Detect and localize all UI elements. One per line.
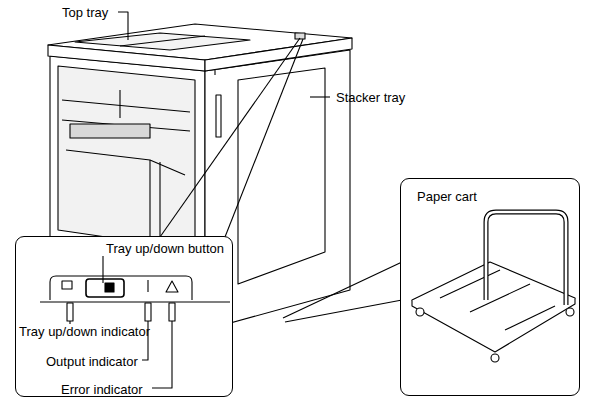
internal-line bbox=[66, 150, 185, 175]
tray-button bbox=[86, 279, 124, 297]
cart-platform bbox=[412, 262, 575, 345]
part-label: Stacker tray bbox=[336, 90, 405, 105]
part-label: Tray up/down indicator bbox=[19, 324, 150, 339]
indicator-lamp bbox=[145, 303, 151, 321]
cart-edge bbox=[412, 298, 575, 352]
cart-wheel bbox=[566, 308, 574, 316]
control-strip bbox=[50, 276, 192, 300]
internal-post bbox=[149, 160, 150, 240]
side-handle bbox=[214, 60, 215, 75]
indicator-lamp bbox=[169, 303, 175, 321]
leader-line bbox=[102, 256, 103, 283]
button-icon bbox=[105, 283, 114, 292]
paper-cart-inset: Paper cart bbox=[400, 178, 580, 396]
stacker-door bbox=[238, 68, 325, 284]
zoom-line bbox=[283, 262, 402, 318]
leader-line bbox=[310, 96, 330, 97]
cart-handle-fill bbox=[486, 212, 566, 305]
part-label: Tray up/down button bbox=[106, 241, 224, 256]
tray-icon bbox=[62, 281, 72, 289]
internal-line bbox=[62, 120, 190, 131]
zoom-line bbox=[225, 39, 303, 237]
top-edge bbox=[205, 38, 352, 71]
top-tray-recess bbox=[75, 33, 250, 50]
side-slot bbox=[216, 95, 221, 137]
leader-line bbox=[152, 321, 172, 388]
top-surface bbox=[48, 24, 352, 60]
cart-wheel bbox=[491, 354, 499, 362]
cart-rail bbox=[505, 306, 555, 330]
top-tray-line bbox=[120, 36, 205, 46]
internal-line bbox=[62, 100, 190, 112]
cart-rail bbox=[440, 270, 500, 298]
part-label: Output indicator bbox=[46, 354, 138, 369]
warning-icon bbox=[166, 281, 178, 292]
panel-edge bbox=[40, 301, 230, 302]
cart-rail bbox=[470, 284, 530, 312]
leader-line bbox=[69, 321, 70, 324]
part-label: Top tray bbox=[62, 5, 108, 20]
part-label: Error indicator bbox=[61, 382, 143, 397]
indicator-lamp bbox=[67, 303, 73, 321]
zoom-line bbox=[285, 300, 402, 322]
internal-post bbox=[159, 162, 160, 242]
top-edge bbox=[48, 45, 205, 71]
leader-line bbox=[142, 321, 148, 360]
cart-wheel bbox=[416, 308, 424, 316]
cart-handle bbox=[486, 212, 566, 305]
output-icon bbox=[147, 280, 148, 292]
zoom-line bbox=[160, 38, 300, 237]
internal-roller bbox=[70, 124, 150, 138]
control-panel-inset: Tray up/down buttonTray up/down indicato… bbox=[15, 236, 233, 397]
opening bbox=[58, 66, 195, 250]
control-spot bbox=[295, 33, 305, 39]
part-label: Paper cart bbox=[417, 189, 477, 204]
leader-line bbox=[118, 12, 128, 40]
internal-line bbox=[119, 90, 120, 118]
